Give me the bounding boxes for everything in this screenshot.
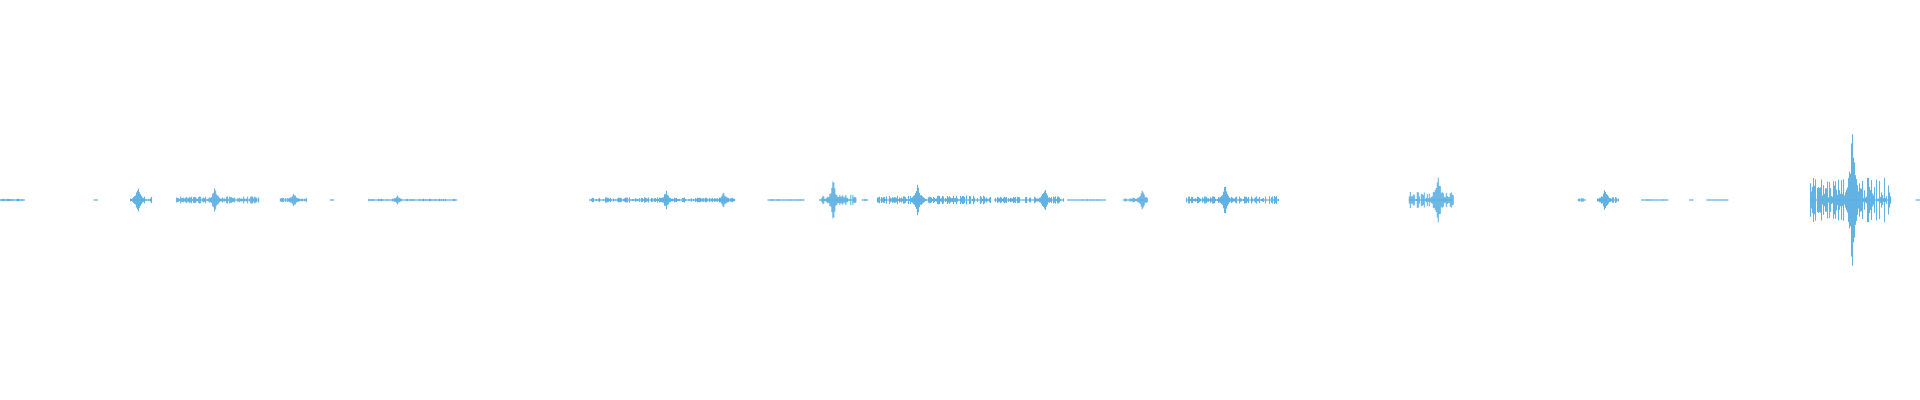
waveform-group: [0, 134, 1920, 266]
